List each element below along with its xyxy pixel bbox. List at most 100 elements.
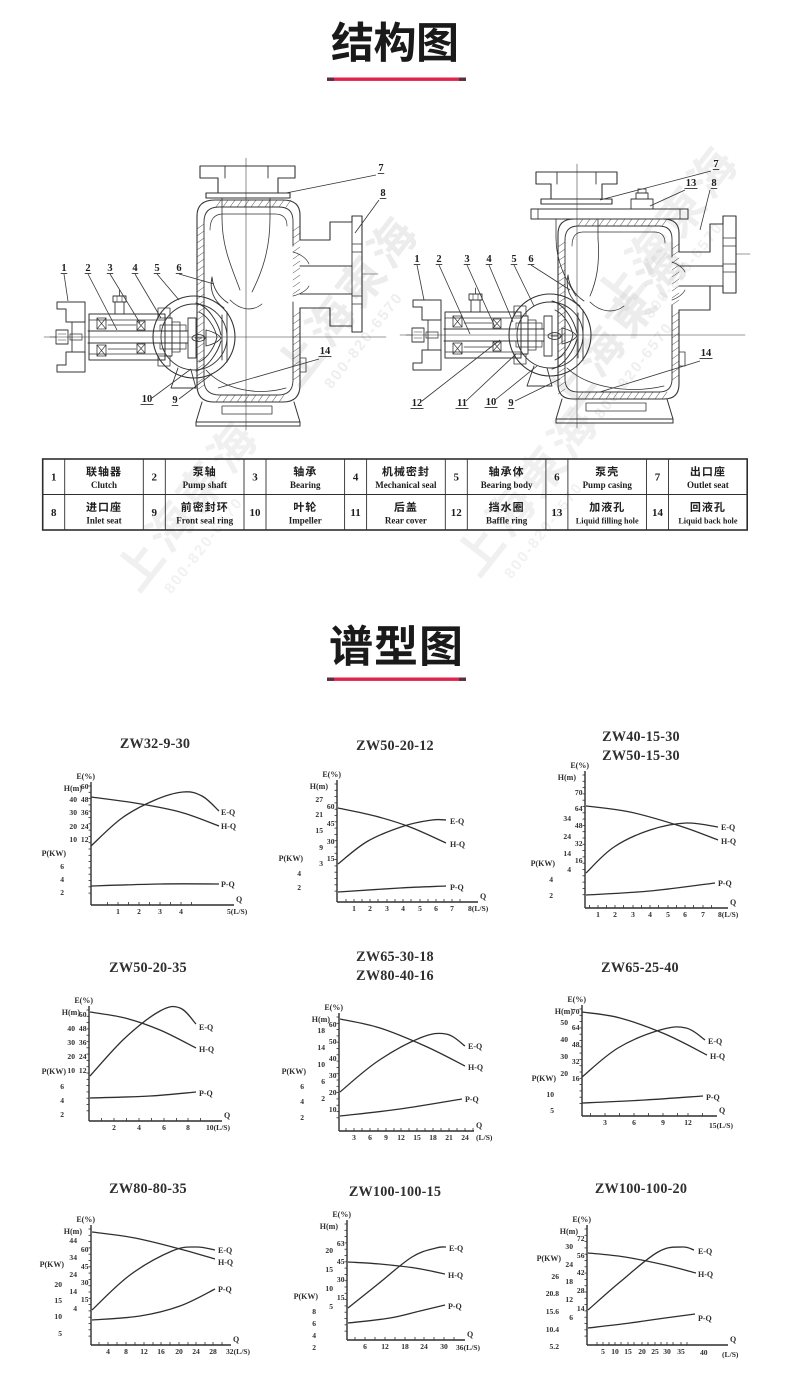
svg-text:3: 3 bbox=[385, 904, 389, 913]
svg-text:6: 6 bbox=[528, 254, 533, 265]
svg-text:20: 20 bbox=[67, 1052, 75, 1061]
svg-text:5: 5 bbox=[666, 910, 670, 919]
svg-text:45: 45 bbox=[337, 1257, 345, 1266]
svg-text:10: 10 bbox=[546, 1090, 554, 1099]
svg-text:Q: Q bbox=[719, 1106, 725, 1115]
svg-text:P-Q: P-Q bbox=[718, 879, 732, 888]
svg-text:ZW32-9-30: ZW32-9-30 bbox=[120, 736, 190, 752]
svg-text:H-Q: H-Q bbox=[721, 837, 736, 846]
svg-text:P(KW): P(KW) bbox=[282, 1067, 307, 1076]
svg-text:40: 40 bbox=[700, 1348, 708, 1357]
svg-text:14: 14 bbox=[563, 849, 571, 858]
svg-text:4: 4 bbox=[106, 1347, 110, 1356]
svg-text:ZW80-40-16: ZW80-40-16 bbox=[356, 968, 434, 984]
svg-text:5: 5 bbox=[511, 254, 516, 265]
svg-text:1: 1 bbox=[51, 472, 57, 484]
svg-text:8(L/S): 8(L/S) bbox=[718, 910, 739, 919]
svg-text:3: 3 bbox=[319, 859, 323, 868]
svg-text:2: 2 bbox=[137, 907, 141, 916]
svg-text:ZW40-15-30: ZW40-15-30 bbox=[602, 729, 680, 745]
svg-text:24: 24 bbox=[420, 1342, 428, 1351]
svg-text:6: 6 bbox=[312, 1319, 316, 1328]
svg-text:32: 32 bbox=[572, 1057, 580, 1066]
svg-text:24: 24 bbox=[461, 1133, 469, 1142]
svg-text:P-Q: P-Q bbox=[199, 1089, 213, 1098]
svg-text:35: 35 bbox=[677, 1347, 685, 1356]
svg-text:8: 8 bbox=[380, 188, 385, 199]
svg-text:4: 4 bbox=[73, 1304, 77, 1313]
svg-text:P(KW): P(KW) bbox=[42, 849, 67, 858]
svg-text:36(L/S): 36(L/S) bbox=[456, 1343, 481, 1352]
svg-text:2: 2 bbox=[60, 888, 64, 897]
svg-text:20: 20 bbox=[638, 1347, 646, 1356]
svg-text:4: 4 bbox=[60, 1096, 64, 1105]
svg-text:60: 60 bbox=[81, 782, 89, 791]
svg-text:Q: Q bbox=[730, 898, 736, 907]
svg-text:H-Q: H-Q bbox=[450, 840, 465, 849]
svg-text:P(KW): P(KW) bbox=[42, 1067, 67, 1076]
svg-text:H-Q: H-Q bbox=[199, 1045, 214, 1054]
svg-text:3: 3 bbox=[464, 254, 469, 265]
svg-text:7: 7 bbox=[450, 904, 454, 913]
svg-text:12: 12 bbox=[451, 507, 463, 519]
svg-text:50: 50 bbox=[329, 1037, 337, 1046]
svg-text:4: 4 bbox=[312, 1331, 316, 1340]
svg-text:E(%): E(%) bbox=[572, 1215, 591, 1224]
svg-text:H(m): H(m) bbox=[62, 1008, 81, 1017]
svg-text:Pump shaft: Pump shaft bbox=[183, 480, 227, 490]
svg-text:2: 2 bbox=[549, 891, 553, 900]
svg-text:10: 10 bbox=[142, 394, 153, 405]
svg-text:44: 44 bbox=[69, 1236, 77, 1245]
svg-text:ZW80-80-35: ZW80-80-35 bbox=[109, 1181, 187, 1197]
svg-text:3: 3 bbox=[603, 1118, 607, 1127]
svg-text:20: 20 bbox=[175, 1347, 183, 1356]
svg-text:3: 3 bbox=[158, 907, 162, 916]
svg-text:H(m): H(m) bbox=[320, 1222, 339, 1231]
svg-text:ZW100-100-20: ZW100-100-20 bbox=[595, 1181, 687, 1197]
svg-text:5: 5 bbox=[154, 263, 159, 274]
svg-text:6: 6 bbox=[176, 263, 181, 274]
svg-text:4: 4 bbox=[648, 910, 652, 919]
svg-text:36: 36 bbox=[81, 808, 89, 817]
svg-text:15: 15 bbox=[327, 854, 335, 863]
svg-text:13: 13 bbox=[551, 507, 563, 519]
svg-text:ZW50-15-30: ZW50-15-30 bbox=[602, 748, 680, 764]
svg-text:4: 4 bbox=[353, 472, 359, 484]
svg-text:40: 40 bbox=[69, 795, 77, 804]
svg-text:6: 6 bbox=[60, 862, 64, 871]
svg-text:3: 3 bbox=[631, 910, 635, 919]
svg-text:64: 64 bbox=[572, 1023, 580, 1032]
svg-text:P-Q: P-Q bbox=[698, 1314, 712, 1323]
svg-text:1: 1 bbox=[352, 904, 356, 913]
svg-text:15.6: 15.6 bbox=[546, 1307, 559, 1316]
svg-text:12: 12 bbox=[381, 1342, 389, 1351]
svg-text:63: 63 bbox=[337, 1239, 345, 1248]
svg-text:11: 11 bbox=[350, 507, 360, 519]
svg-text:P-Q: P-Q bbox=[465, 1095, 479, 1104]
svg-text:5: 5 bbox=[454, 472, 460, 484]
svg-text:E(%): E(%) bbox=[324, 1003, 343, 1012]
svg-text:56: 56 bbox=[577, 1251, 585, 1260]
svg-text:Bearing body: Bearing body bbox=[481, 480, 533, 490]
svg-text:2: 2 bbox=[85, 263, 90, 274]
svg-text:10: 10 bbox=[611, 1347, 619, 1356]
svg-text:Q: Q bbox=[467, 1330, 473, 1339]
svg-text:2: 2 bbox=[613, 910, 617, 919]
svg-text:60: 60 bbox=[79, 1010, 87, 1019]
svg-text:6: 6 bbox=[300, 1082, 304, 1091]
svg-text:64: 64 bbox=[575, 804, 583, 813]
svg-text:10(L/S): 10(L/S) bbox=[206, 1123, 231, 1132]
svg-text:8: 8 bbox=[124, 1347, 128, 1356]
svg-text:Q: Q bbox=[224, 1111, 230, 1120]
svg-text:H(m): H(m) bbox=[555, 1007, 574, 1016]
svg-text:70: 70 bbox=[572, 1007, 580, 1016]
svg-text:16: 16 bbox=[157, 1347, 165, 1356]
svg-text:Pump casing: Pump casing bbox=[583, 480, 633, 490]
svg-text:21: 21 bbox=[315, 810, 323, 819]
svg-text:(L/S): (L/S) bbox=[476, 1133, 493, 1142]
svg-text:Q: Q bbox=[233, 1335, 239, 1344]
svg-text:ZW100-100-15: ZW100-100-15 bbox=[349, 1184, 441, 1200]
svg-text:2: 2 bbox=[368, 904, 372, 913]
svg-text:14: 14 bbox=[320, 346, 331, 357]
svg-text:18: 18 bbox=[565, 1277, 573, 1286]
